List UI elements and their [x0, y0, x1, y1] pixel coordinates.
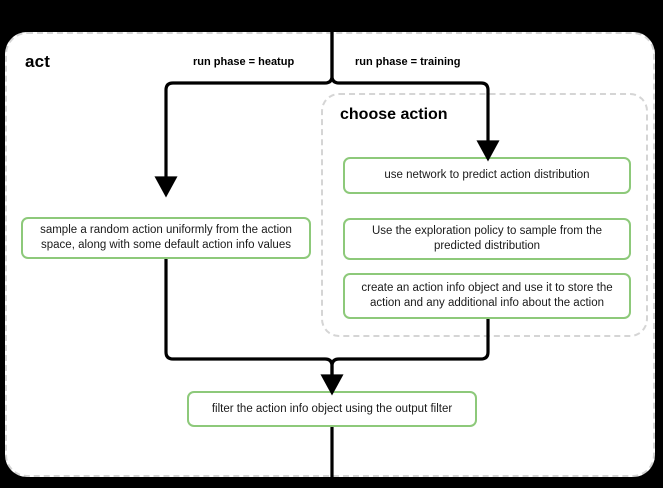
choose-action-scope-title: choose action	[340, 106, 448, 123]
node-use-network-predict[interactable]: use network to predict action distributi…	[343, 157, 631, 194]
edge-label-run-phase-heatup: run phase = heatup	[193, 56, 295, 68]
node-sample-random-action[interactable]: sample a random action uniformly from th…	[21, 217, 311, 259]
act-scope-title: act	[25, 52, 51, 71]
node-exploration-policy[interactable]: Use the exploration policy to sample fro…	[343, 218, 631, 260]
node-filter-action-info[interactable]: filter the action info object using the …	[187, 391, 477, 427]
edge-label-run-phase-training: run phase = training	[355, 56, 461, 68]
node-create-action-info[interactable]: create an action info object and use it …	[343, 273, 631, 319]
